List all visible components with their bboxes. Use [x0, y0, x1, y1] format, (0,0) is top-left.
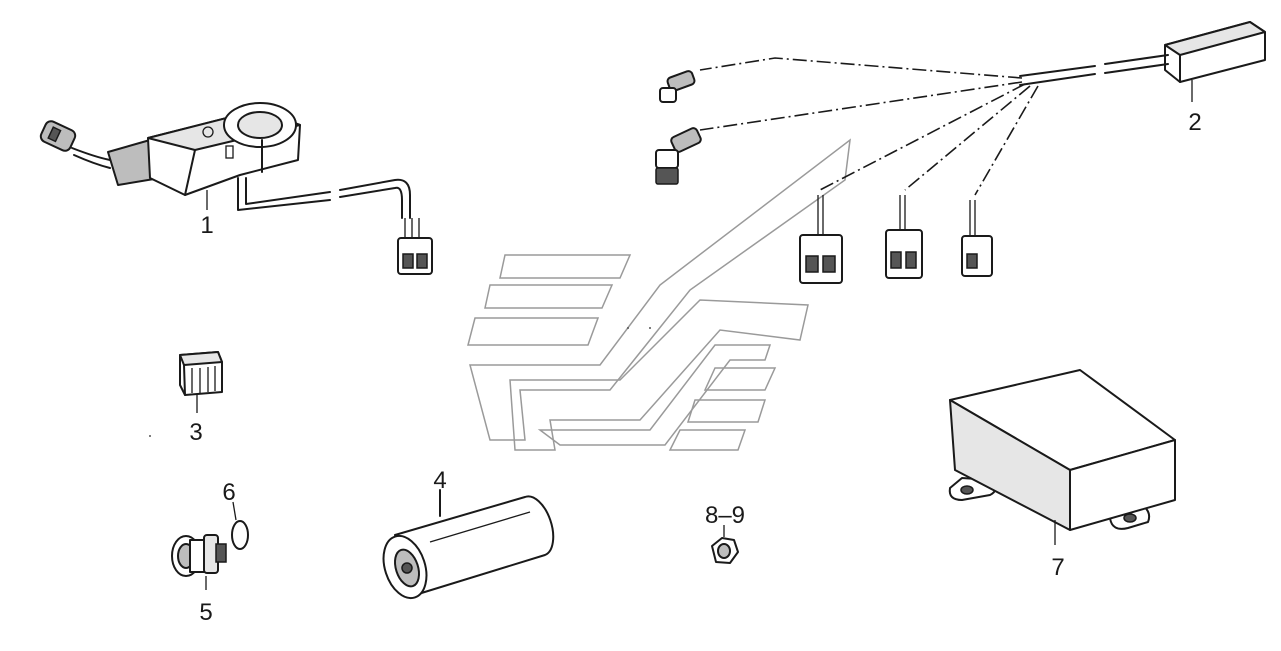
callout-6: 6 — [222, 479, 235, 506]
callout-4: 4 — [433, 467, 446, 494]
callout-2: 2 — [1188, 109, 1201, 136]
connector-icon — [885, 229, 923, 279]
connector-icon — [799, 234, 843, 284]
connector-icon — [961, 235, 993, 277]
part-7-control-box: 7 — [948, 369, 1176, 581]
part-2-wiring-harness: 2 — [655, 21, 1266, 284]
plug-connector-icon — [39, 120, 111, 169]
callout-7: 7 — [1051, 554, 1064, 581]
part-3-relay: 3 — [179, 351, 223, 446]
pressure-sensor-icon — [655, 127, 702, 185]
watermark-logo — [467, 138, 851, 451]
callout-1: 1 — [200, 212, 213, 239]
part-6-o-ring: 6 — [222, 479, 249, 550]
part-1-switch-assembly: 1 — [39, 102, 433, 275]
callout-3: 3 — [189, 419, 202, 446]
connector-icon — [397, 237, 433, 275]
callout-5: 5 — [199, 599, 212, 626]
part-8-9-nut: 8–9 — [705, 502, 745, 564]
part-5-fitting: 5 — [171, 534, 227, 626]
sensor-icon — [659, 70, 696, 103]
part-4-canister: 4 — [382, 467, 555, 600]
callout-8-9: 8–9 — [705, 502, 745, 529]
